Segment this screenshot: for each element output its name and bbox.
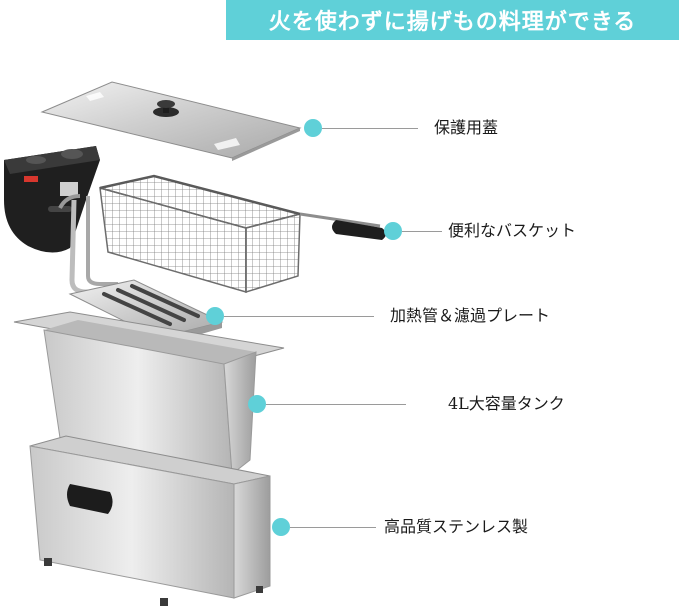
leader-line: [224, 316, 374, 317]
headline-text: 火を使わずに揚げもの料理ができる: [268, 10, 637, 35]
leader-line: [290, 527, 376, 528]
basket-illustration: [99, 174, 386, 294]
base-housing-illustration: [29, 435, 271, 606]
callout-heater: 加熱管＆濾過プレート: [0, 0, 679, 325]
callout-body: 高品質ステンレス製: [0, 0, 679, 536]
part-label-body: 高品質ステンレス製: [384, 517, 529, 536]
part-label-heater: 加熱管＆濾過プレート: [390, 306, 551, 325]
callout-tank: 4L大容量タンク: [0, 0, 679, 413]
callout-dot-icon: [206, 307, 224, 325]
oil-tank-illustration: [13, 311, 285, 475]
part-label-tank: 4L大容量タンク: [448, 394, 565, 413]
callout-dot-icon: [304, 119, 322, 137]
part-label-lid: 保護用蓋: [434, 118, 499, 137]
leader-line: [266, 404, 406, 405]
fryer-exploded-illustration: [4, 81, 386, 606]
callout-lid: 保護用蓋: [0, 0, 679, 137]
callout-dot-icon: [384, 222, 402, 240]
part-label-basket: 便利なバスケット: [448, 221, 577, 240]
leader-line: [322, 128, 418, 129]
callout-dot-icon: [248, 395, 266, 413]
headline-banner: 火を使わずに揚げもの料理ができる: [226, 0, 679, 40]
leader-line: [402, 231, 442, 232]
callout-basket: 便利なバスケット: [0, 0, 679, 240]
control-head-illustration: [4, 146, 100, 253]
lid-illustration: [40, 81, 302, 161]
callout-dot-icon: [272, 518, 290, 536]
